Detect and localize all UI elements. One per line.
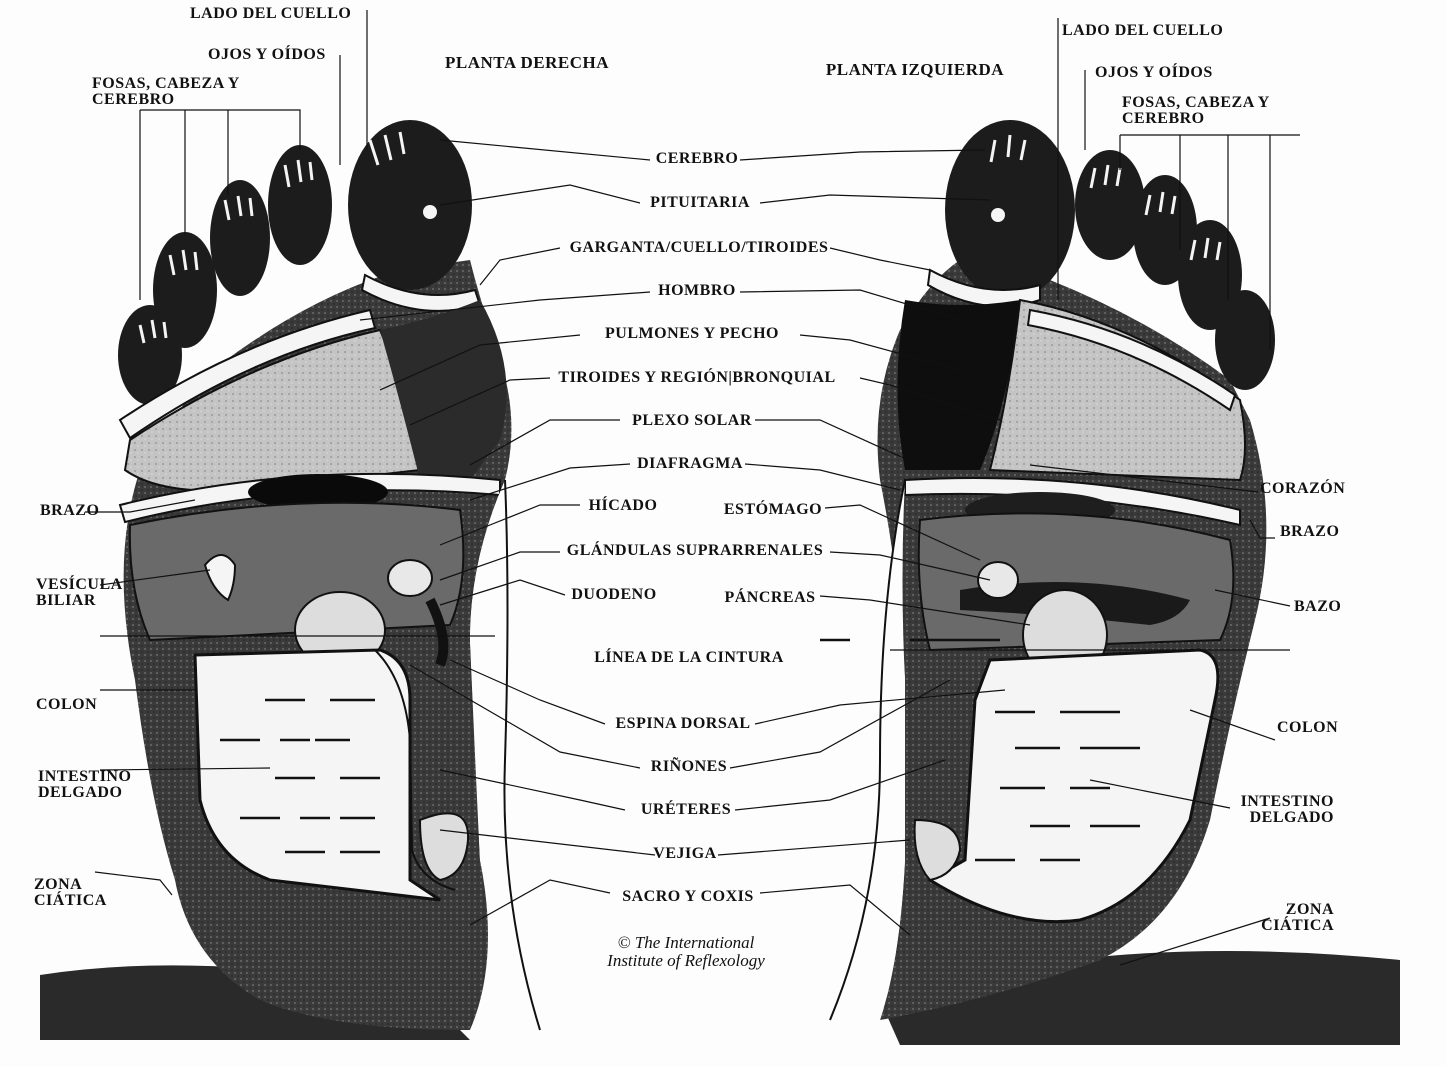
label-colon-right: COLON (1277, 720, 1338, 736)
label-fosas-right-2: CEREBRO (1122, 111, 1205, 127)
label-corazon: CORAZÓN (1260, 481, 1345, 497)
label-ureteres: URÉTERES (641, 802, 731, 818)
label-lado-cuello-left: LADO DEL CUELLO (190, 6, 351, 22)
title-left-sole: PLANTA IZQUIERDA (826, 62, 1004, 78)
label-ojos-oidos-left: OJOS Y OÍDOS (208, 47, 326, 63)
left-adrenal (978, 562, 1018, 598)
label-linea-cintura: LÍNEA DE LA CINTURA (594, 650, 784, 666)
label-diafragma: DIAFRAGMA (637, 456, 743, 472)
label-vesicula-1: VESÍCULA (36, 577, 123, 593)
label-pituitaria: PITUITARIA (650, 195, 750, 211)
label-brazo-left: BRAZO (40, 503, 99, 519)
label-vesicula-2: BILIAR (36, 593, 96, 609)
label-glandulas: GLÁNDULAS SUPRARRENALES (567, 543, 823, 559)
label-rinones: RIÑONES (651, 759, 727, 775)
label-zona-left-1: ZONA (34, 877, 82, 893)
label-vejiga: VEJIGA (653, 846, 716, 862)
label-zona-left-2: CIÁTICA (34, 893, 107, 909)
label-intestino-right-1: INTESTINO (1230, 794, 1334, 810)
label-intestino-left-1: INTESTINO (38, 769, 131, 785)
label-fosas-left-2: CEREBRO (92, 92, 175, 108)
label-pulmones: PULMONES Y PECHO (605, 326, 779, 342)
left-sole (830, 120, 1275, 1020)
label-zona-right-2: CIÁTICA (1250, 918, 1334, 934)
label-hombro: HOMBRO (658, 283, 736, 299)
label-duodeno: DUODENO (571, 587, 656, 603)
label-colon-left: COLON (36, 697, 97, 713)
pituitary-dot (423, 205, 437, 219)
label-intestino-left-2: DELGADO (38, 785, 122, 801)
label-zona-right-1: ZONA (1250, 902, 1334, 918)
label-garganta: GARGANTA/CUELLO/TIROIDES (570, 240, 829, 256)
copyright-notice: © The International Institute of Reflexo… (607, 934, 765, 970)
label-pancreas: PÁNCREAS (724, 590, 815, 606)
label-plexo-solar: PLEXO SOLAR (632, 413, 752, 429)
right-sole (118, 120, 540, 1030)
copyright-line-2: Institute of Reflexology (607, 952, 765, 970)
copyright-line-1: © The International (607, 934, 765, 952)
label-cerebro: CEREBRO (656, 151, 739, 167)
label-estomago: ESTÓMAGO (724, 502, 822, 518)
label-brazo-right: BRAZO (1280, 524, 1339, 540)
label-fosas-left-1: FOSAS, CABEZA Y (92, 76, 240, 92)
label-bazo: BAZO (1294, 599, 1341, 615)
right-adrenal (388, 560, 432, 596)
label-fosas-right-1: FOSAS, CABEZA Y (1122, 95, 1270, 111)
title-right-sole: PLANTA DERECHA (445, 55, 609, 71)
label-espina-dorsal: ESPINA DORSAL (616, 716, 751, 732)
label-ojos-oidos-right: OJOS Y OÍDOS (1095, 65, 1213, 81)
label-tiroides-bronquial: TIROIDES Y REGIÓN|BRONQUIAL (558, 370, 835, 386)
label-lado-cuello-right: LADO DEL CUELLO (1062, 23, 1223, 39)
label-higado: HÍCADO (589, 498, 658, 514)
label-sacro-coxis: SACRO Y COXIS (622, 889, 754, 905)
label-intestino-right-2: DELGADO (1230, 810, 1334, 826)
